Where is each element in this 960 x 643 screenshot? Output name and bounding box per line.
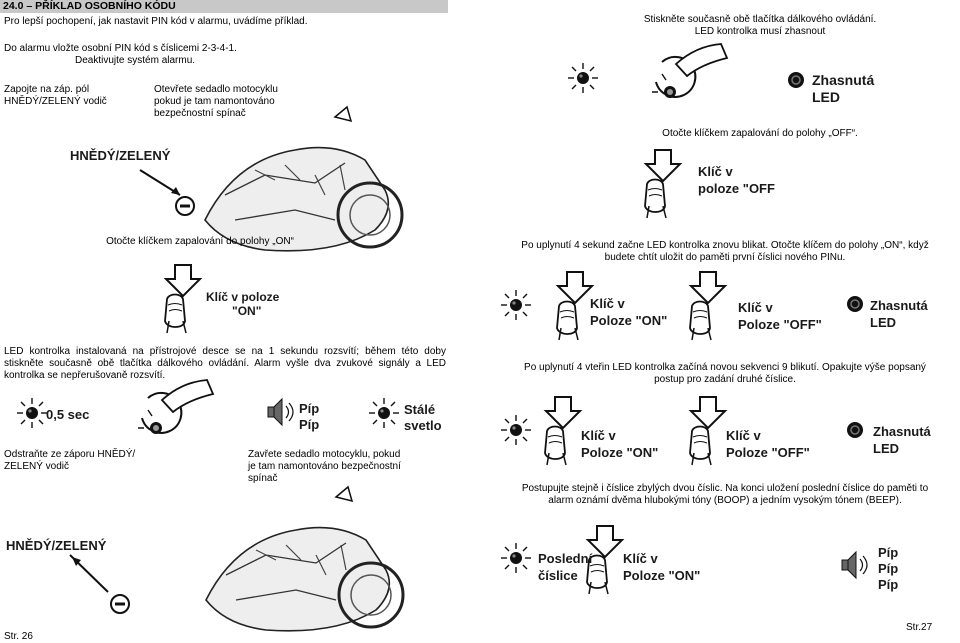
- wire-disconnect-illustration: [69, 485, 405, 633]
- close-seat-text: Zavřete sedadlo motocyklu, pokud: [248, 449, 401, 460]
- beep-label: Píp: [878, 545, 899, 560]
- key-off-label: Klíč v: [738, 300, 773, 315]
- step1-text-2: Deaktivujte systém alarmu.: [75, 55, 196, 66]
- key-on-label-2: "ON": [232, 304, 262, 318]
- key-on-label-2: Poloze "ON": [623, 568, 701, 583]
- press-remote-text-2: LED kontrolka musí zhasnout: [694, 26, 826, 37]
- connect-text: Zapojte na záp. pól: [4, 84, 90, 95]
- led-off-label-2: LED: [812, 89, 840, 105]
- steady-light-label: Stálé: [404, 402, 436, 417]
- key-on-label: Klíč v: [590, 296, 625, 311]
- page-number-right: Str.27: [906, 622, 933, 633]
- section-title: 24.0 – PŘÍKLAD OSOBNÍHO KÓDU: [0, 0, 448, 13]
- led-off-label: Zhasnutá: [870, 298, 928, 313]
- press-remote-text: Stiskněte současně obě tlačítka dálkovéh…: [643, 14, 877, 25]
- page-number-left: Str. 26: [4, 631, 33, 642]
- step1-text: Do alarmu vložte osobní PIN kód s číslic…: [4, 43, 237, 54]
- last-digit-label: Poslední: [538, 551, 593, 566]
- disconnect-text-2: ZELENÝ vodič: [4, 461, 70, 472]
- beep-label: Píp: [299, 417, 320, 432]
- key-off-label: Klíč v: [726, 428, 761, 443]
- open-seat-text: Otevřete sedadlo motocyklu: [154, 84, 278, 95]
- wire-label: HNĚDÝ/ZELENÝ: [6, 538, 107, 553]
- key-on-label: Klíč v: [623, 551, 658, 566]
- wire-label: HNĚDÝ/ZELENÝ: [70, 148, 171, 163]
- key-off-label-2: Poloze "OFF": [738, 317, 822, 332]
- after-4s-sequence-text-2: postup pro zadání druhé číslice.: [654, 374, 796, 385]
- open-seat-text-2: pokud je tam namontováno: [154, 96, 275, 107]
- proceed-text-2: alarm oznámí dvěma hlubokými tóny (BOOP)…: [548, 495, 902, 506]
- steady-light-label-2: svetlo: [404, 418, 442, 433]
- key-on-label-2: Poloze "ON": [581, 445, 659, 460]
- open-seat-text-3: bezpečnostní spínač: [154, 108, 246, 119]
- wire-connect-illustration: [139, 105, 404, 253]
- beep-label: Píp: [878, 561, 899, 576]
- turn-off-text: Otočte klíčkem zapalování do polohy „OFF…: [662, 128, 858, 139]
- proceed-text: Postupujte stejně i číslice zbylých dvou…: [521, 483, 929, 494]
- key-off-label-2: poloze "OFF: [698, 181, 775, 196]
- after-4s-text: Po uplynutí 4 sekund začne LED kontrolka…: [521, 240, 929, 251]
- key-on-label-2: Poloze "ON": [590, 313, 668, 328]
- led-off-label: Zhasnutá: [812, 72, 875, 88]
- last-digit-label-2: číslice: [538, 568, 578, 583]
- key-off-label-2: Poloze "OFF": [726, 445, 810, 460]
- connect-text-2: HNĚDÝ/ZELENÝ vodič: [4, 96, 107, 107]
- beep-label: Píp: [299, 401, 320, 416]
- after-4s-text-2: budete chtít uložit do paměti první čísl…: [604, 252, 846, 263]
- key-on-label: Klíč v: [581, 428, 616, 443]
- beep-label: Píp: [878, 577, 899, 592]
- disconnect-text: Odstraňte ze záporu HNĚDÝ/: [4, 449, 136, 460]
- key-off-label: Klíč v: [698, 164, 733, 179]
- half-second-label: 0,5 sec: [46, 407, 90, 422]
- after-4s-sequence-text: Po uplynutí 4 vteřin LED kontrolka začín…: [524, 362, 926, 373]
- turn-on-text: Otočte klíčkem zapalování do polohy „ON“: [106, 236, 294, 247]
- intro-text: Pro lepší pochopení, jak nastavit PIN kó…: [4, 16, 308, 27]
- led-instruction: LED kontrolka instalovaná na přístrojové…: [4, 346, 446, 381]
- led-off-label-2: LED: [873, 441, 899, 456]
- led-off-label-2: LED: [870, 315, 896, 330]
- key-on-label: Klíč v poloze: [206, 290, 280, 304]
- close-seat-text-3: spínač: [248, 473, 278, 484]
- close-seat-text-2: je tam namontováno bezpečnostní: [248, 461, 401, 472]
- led-off-label: Zhasnutá: [873, 424, 931, 439]
